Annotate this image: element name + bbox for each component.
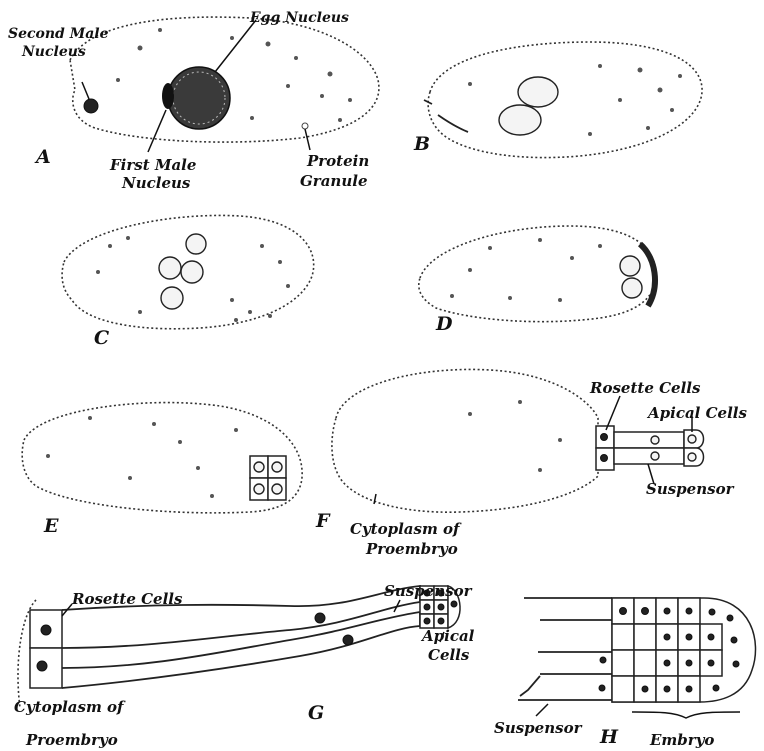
first-male-nucleus <box>162 83 174 109</box>
protein-granule <box>302 123 308 129</box>
egg-nucleus-label: Egg Nucleus <box>249 10 349 26</box>
panel-c: C <box>62 215 314 349</box>
suspensor-f-label: Suspensor <box>646 480 735 498</box>
protein-granule-label-line2: Granule <box>300 172 368 190</box>
cytoplasm-f-label-line1: Cytoplasm of <box>350 520 462 538</box>
suspensor-g-tube-lower <box>62 612 420 688</box>
panel-b-egg-outline <box>428 42 702 158</box>
egg-nucleus-leader <box>215 20 256 72</box>
embryo-h-label: Embryo <box>649 731 714 749</box>
panel-f-cells <box>596 426 704 470</box>
panel-b: B <box>413 42 702 158</box>
panel-letter-e: E <box>43 515 59 537</box>
first-male-nucleus-leader <box>148 110 166 152</box>
panel-f-egg-outline <box>332 369 598 512</box>
cytoplasm-g-label-line2: Proembryo <box>25 731 118 749</box>
panel-c-nucleus-1 <box>186 234 206 254</box>
panel-b-nucleus-lower <box>499 105 541 135</box>
panel-d-nucleus-upper <box>620 256 640 276</box>
suspensor-h-tubes <box>518 598 612 700</box>
suspensor-h-label: Suspensor <box>494 719 583 737</box>
apical-cells-g-label-line1: Apical <box>420 627 475 645</box>
panel-b-nucleus-upper <box>518 77 558 107</box>
panel-d-granules <box>450 238 602 302</box>
panel-e-cell-block <box>250 456 286 500</box>
panel-d-cap <box>640 244 655 306</box>
rosette-cells-f-label: Rosette Cells <box>589 379 701 397</box>
panel-e: E <box>22 403 302 537</box>
panel-b-tail <box>424 100 468 132</box>
embryo-h-bracket <box>632 712 740 718</box>
panel-letter-g: G <box>308 702 324 724</box>
protein-granule-label-line1: Protein <box>306 152 369 170</box>
apical-cells-g-label-line2: Cells <box>428 646 470 664</box>
panel-e-granules <box>46 416 238 498</box>
panel-letter-d: D <box>435 313 453 335</box>
first-male-nucleus-label-line1: First Male <box>109 156 196 174</box>
panel-d-nucleus-lower <box>622 278 642 298</box>
panel-letter-f: F <box>315 510 331 532</box>
second-male-nucleus-leader <box>82 82 89 99</box>
panel-a: Second Male Nucleus Egg Nucleus First Ma… <box>8 10 379 192</box>
cytoplasm-g-label-line1: Cytoplasm of <box>14 698 126 716</box>
panel-f: Rosette Cells Apical Cells Suspensor Cyt… <box>315 369 747 558</box>
second-male-nucleus <box>84 99 98 113</box>
second-male-nucleus-label-line2: Nucleus <box>21 44 86 60</box>
panel-d: D <box>419 226 656 335</box>
panel-letter-b: B <box>413 133 430 155</box>
rosette-cells-g-label: Rosette Cells <box>71 590 183 608</box>
suspensor-g-label: Suspensor <box>384 582 473 600</box>
suspensor-h-leader <box>536 704 548 716</box>
panel-c-nucleus-2 <box>159 257 181 279</box>
panel-letter-h: H <box>599 726 619 748</box>
panel-f-granules <box>468 400 562 472</box>
egg-nucleus <box>168 67 230 129</box>
panel-c-nucleus-4 <box>161 287 183 309</box>
panel-letter-c: C <box>94 327 109 349</box>
apical-cells-f-label: Apical Cells <box>646 404 747 422</box>
embryo-h-cells <box>612 598 756 702</box>
panel-d-egg-outline <box>419 226 656 322</box>
panel-c-nucleus-3 <box>181 261 203 283</box>
panel-a-granules <box>116 28 352 122</box>
panel-letter-a: A <box>34 146 51 168</box>
panel-h: Suspensor Embryo H <box>494 598 756 749</box>
cytoplasm-f-label-line2: Proembryo <box>365 540 458 558</box>
panel-g: Rosette Cells Suspensor Apical Cells Cyt… <box>14 582 475 749</box>
second-male-nucleus-label-line1: Second Male <box>8 26 109 42</box>
cytoplasm-f-leader <box>374 494 376 504</box>
rosette-cells-f-leader <box>606 396 620 430</box>
protein-granule-leader <box>305 129 310 150</box>
first-male-nucleus-label-line2: Nucleus <box>121 174 191 192</box>
